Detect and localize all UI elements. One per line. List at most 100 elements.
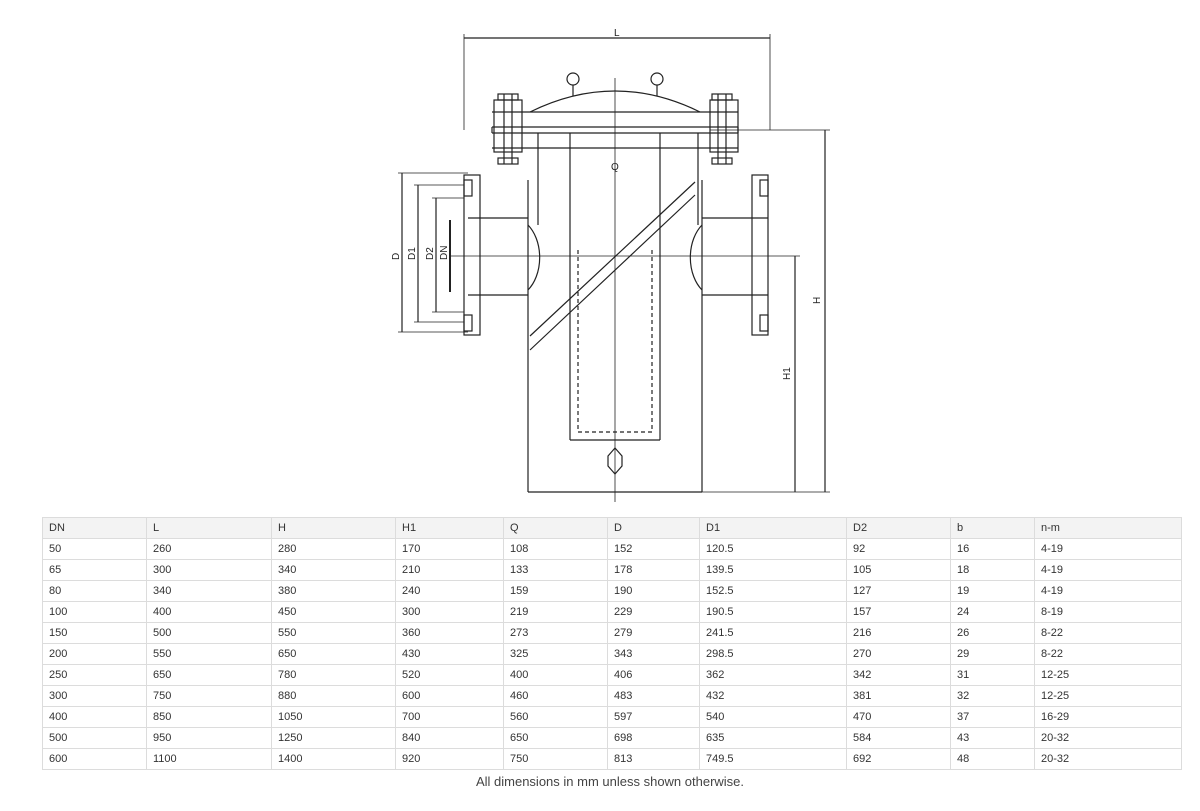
table-cell: 380: [271, 580, 396, 602]
table-cell: 430: [395, 643, 504, 665]
table-cell: 12-25: [1034, 664, 1182, 686]
table-cell: 400: [146, 601, 272, 623]
column-header: D: [607, 517, 700, 539]
table-cell: 16: [950, 538, 1035, 560]
table-cell: 698: [607, 727, 700, 749]
dimensions-note: All dimensions in mm unless shown otherw…: [475, 774, 745, 789]
table-cell: 229: [607, 601, 700, 623]
table-cell: 400: [42, 706, 147, 728]
column-header: n-m: [1034, 517, 1182, 539]
table-cell: 300: [146, 559, 272, 581]
table-cell: 105: [846, 559, 951, 581]
label-q: Q: [611, 162, 619, 173]
table-cell: 127: [846, 580, 951, 602]
table-cell: 520: [395, 664, 504, 686]
table-cell: 29: [950, 643, 1035, 665]
table-cell: 250: [42, 664, 147, 686]
table-cell: 700: [395, 706, 504, 728]
dimension-h: H: [702, 129, 830, 493]
table-cell: 650: [503, 727, 608, 749]
table-cell: 780: [271, 664, 396, 686]
table-cell: 65: [42, 559, 147, 581]
table-cell: 300: [395, 601, 504, 623]
table-cell: 749.5: [699, 748, 847, 770]
table-cell: 80: [42, 580, 147, 602]
table-cell: 200: [42, 643, 147, 665]
dimension-h1: H1: [782, 256, 796, 492]
column-header: D2: [846, 517, 951, 539]
table-cell: 8-22: [1034, 643, 1182, 665]
table-cell: 483: [607, 685, 700, 707]
label-h: H: [812, 297, 823, 304]
column-header: Q: [503, 517, 608, 539]
column-header: D1: [699, 517, 847, 539]
dimension-l: L: [463, 28, 771, 130]
label-d2: D2: [425, 247, 436, 260]
table-cell: 4-19: [1034, 538, 1182, 560]
table-cell: 32: [950, 685, 1035, 707]
table-cell: 1050: [271, 706, 396, 728]
label-l: L: [614, 28, 620, 39]
table-cell: 600: [42, 748, 147, 770]
table-cell: 950: [146, 727, 272, 749]
column-header: L: [146, 517, 272, 539]
table-cell: 650: [271, 643, 396, 665]
table-cell: 16-29: [1034, 706, 1182, 728]
table-cell: 840: [395, 727, 504, 749]
table-cell: 20-32: [1034, 748, 1182, 770]
table-cell: 550: [146, 643, 272, 665]
table-cell: 157: [846, 601, 951, 623]
table-cell: 340: [146, 580, 272, 602]
label-d1: D1: [407, 247, 418, 260]
label-dn: DN: [439, 246, 450, 260]
table-cell: 597: [607, 706, 700, 728]
table-cell: 18: [950, 559, 1035, 581]
table-cell: 432: [699, 685, 847, 707]
strainer-body: [450, 112, 800, 502]
table-cell: 37: [950, 706, 1035, 728]
table-cell: 12-25: [1034, 685, 1182, 707]
table-cell: 560: [503, 706, 608, 728]
table-cell: 342: [846, 664, 951, 686]
table-cell: 48: [950, 748, 1035, 770]
table-cell: 500: [42, 727, 147, 749]
table-cell: 813: [607, 748, 700, 770]
column-header: DN: [42, 517, 147, 539]
table-cell: 340: [271, 559, 396, 581]
label-h1: H1: [782, 367, 793, 380]
table-cell: 600: [395, 685, 504, 707]
table-cell: 4-19: [1034, 580, 1182, 602]
table-cell: 500: [146, 622, 272, 644]
table-cell: 362: [699, 664, 847, 686]
table-cell: 406: [607, 664, 700, 686]
table-cell: 133: [503, 559, 608, 581]
filter-basket: Q: [529, 133, 696, 475]
table-cell: 298.5: [699, 643, 847, 665]
column-header: H: [271, 517, 396, 539]
table-cell: 241.5: [699, 622, 847, 644]
table-cell: 159: [503, 580, 608, 602]
table-cell: 92: [846, 538, 951, 560]
table-cell: 584: [846, 727, 951, 749]
table-cell: 360: [395, 622, 504, 644]
table-cell: 273: [503, 622, 608, 644]
table-cell: 19: [950, 580, 1035, 602]
table-cell: 279: [607, 622, 700, 644]
table-cell: 650: [146, 664, 272, 686]
table-cell: 139.5: [699, 559, 847, 581]
column-header: b: [950, 517, 1035, 539]
table-cell: 240: [395, 580, 504, 602]
table-cell: 460: [503, 685, 608, 707]
table-cell: 190.5: [699, 601, 847, 623]
